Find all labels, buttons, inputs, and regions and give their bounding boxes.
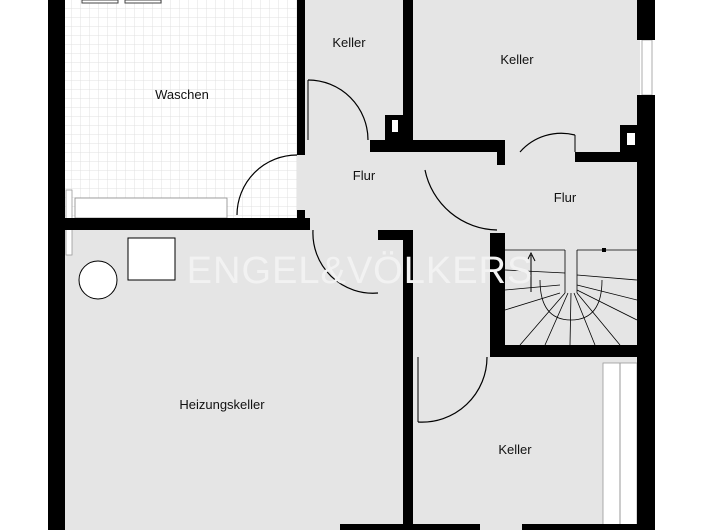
boiler xyxy=(78,260,118,300)
room-waschen xyxy=(65,0,297,218)
stair-arrow-icon xyxy=(526,251,536,292)
window xyxy=(641,39,653,96)
heating-unit xyxy=(127,237,176,281)
room-label-heizungskeller: Heizungskeller xyxy=(179,397,265,412)
staircase xyxy=(504,248,638,346)
fixture xyxy=(81,0,119,4)
room-label-keller-1: Keller xyxy=(332,35,366,50)
walls xyxy=(48,0,655,530)
counter xyxy=(74,197,228,219)
watermark: ENGEL&VÖLKERS xyxy=(187,250,534,292)
room-label-keller-3: Keller xyxy=(498,442,532,457)
fixture xyxy=(124,0,162,4)
room-label-waschen: Waschen xyxy=(155,87,209,102)
room-label-flur-1: Flur xyxy=(353,168,376,183)
room-label-keller-2: Keller xyxy=(500,52,534,67)
room-label-flur-2: Flur xyxy=(554,190,577,205)
door-swings xyxy=(236,79,576,423)
